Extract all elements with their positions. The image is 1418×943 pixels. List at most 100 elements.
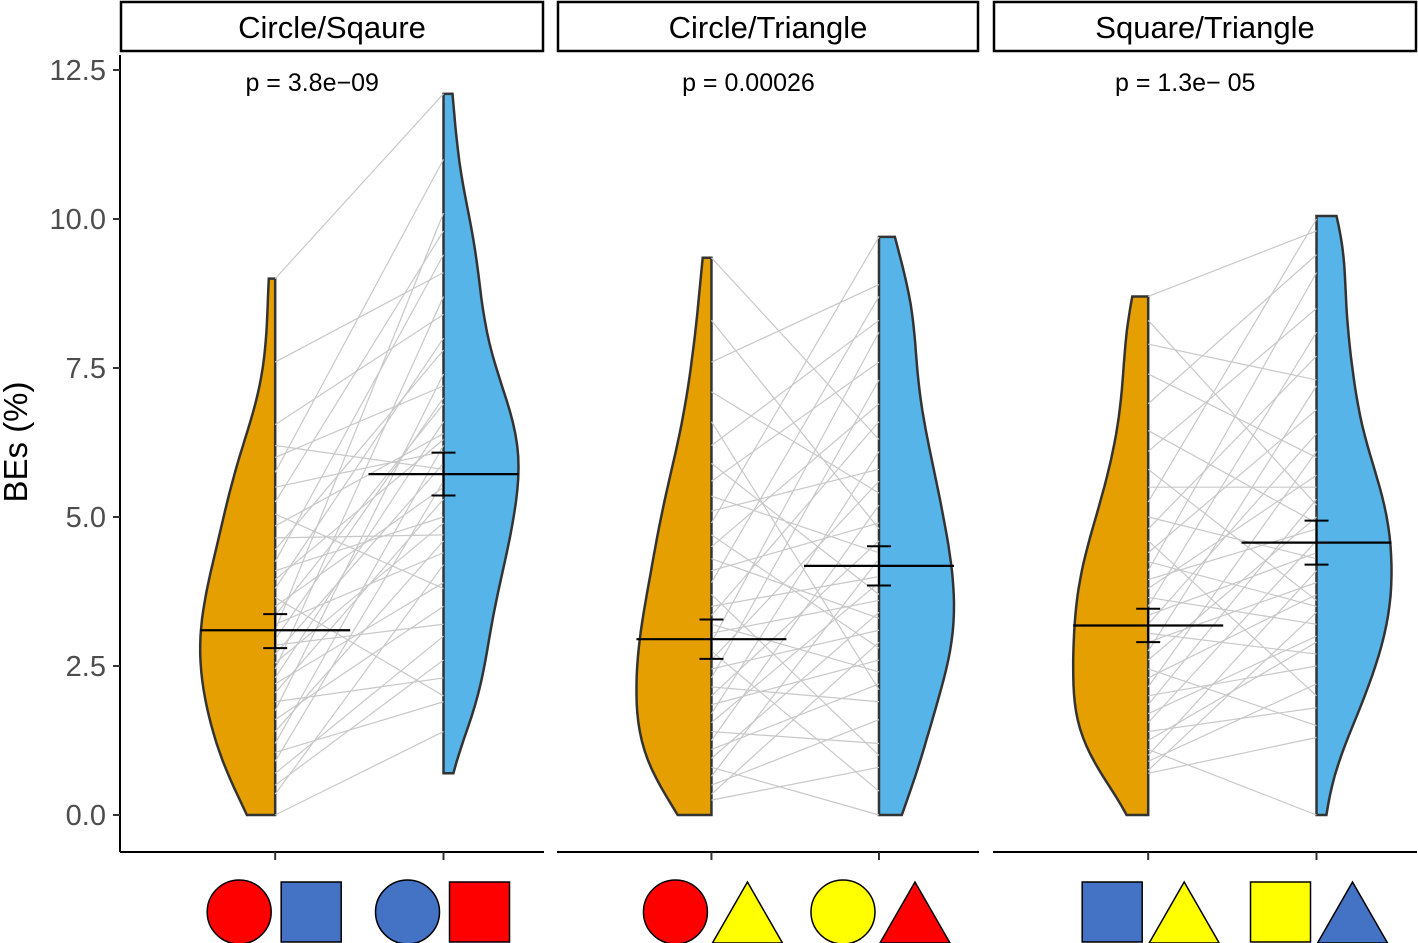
p-value-label: p = 3.8e−09 xyxy=(245,69,378,97)
paired-line xyxy=(710,504,880,741)
paired-line xyxy=(711,361,880,482)
paired-line xyxy=(711,650,880,792)
paired-line xyxy=(711,683,880,750)
violin-left xyxy=(635,256,713,817)
triangle-icon xyxy=(1148,880,1221,943)
paired-line xyxy=(1147,218,1318,503)
y-tick-label: 7.5 xyxy=(66,353,106,385)
paired-line xyxy=(1148,343,1317,381)
paired-line xyxy=(710,421,880,616)
paired-line xyxy=(275,516,444,572)
paired-line xyxy=(274,349,444,551)
paired-line xyxy=(1148,596,1317,625)
paired-line xyxy=(711,659,880,706)
paired-line xyxy=(711,403,880,548)
violin-right xyxy=(877,235,956,817)
paired-line xyxy=(274,498,444,694)
mean-marker xyxy=(636,618,787,660)
p-value-label: p = 1.3e− 05 xyxy=(1115,69,1255,97)
y-axis: 0.02.55.07.510.012.5 xyxy=(50,55,121,852)
paired-line xyxy=(274,659,444,786)
square-icon xyxy=(448,881,511,943)
paired-line xyxy=(711,319,880,446)
condition-icons xyxy=(1249,880,1389,943)
square-icon xyxy=(280,881,342,943)
paired-line xyxy=(274,605,444,721)
paired-line xyxy=(274,385,444,458)
paired-line xyxy=(274,337,445,589)
violin-right xyxy=(442,92,520,775)
panel-title: Circle/Sqaure xyxy=(238,10,426,45)
panel-title: Square/Triangle xyxy=(1095,10,1314,45)
paired-lines xyxy=(710,236,880,816)
paired-line xyxy=(711,629,880,670)
mean-marker xyxy=(1073,607,1224,644)
paired-line xyxy=(274,480,445,762)
panel-strip xyxy=(119,0,545,53)
paired-line xyxy=(1147,319,1317,506)
paired-line xyxy=(711,522,880,572)
paired-line xyxy=(710,421,880,691)
paired-line xyxy=(711,686,880,703)
y-tick-label: 10.0 xyxy=(50,204,106,236)
paired-line xyxy=(1147,540,1317,724)
paired-line xyxy=(274,731,444,816)
paired-line xyxy=(1147,230,1317,298)
paired-line xyxy=(1147,254,1317,405)
paired-line xyxy=(274,596,444,697)
paired-line xyxy=(711,730,880,745)
violin-right xyxy=(1315,214,1393,817)
paired-line xyxy=(274,93,444,280)
paired-line xyxy=(274,159,445,473)
paired-line xyxy=(275,450,444,488)
p-value-label: p = 0.00026 xyxy=(682,69,815,97)
paired-line xyxy=(711,558,880,619)
paired-line xyxy=(711,582,880,724)
triangle-icon xyxy=(1316,880,1389,943)
paired-line xyxy=(275,623,444,646)
paired-line xyxy=(1147,668,1317,727)
paired-line xyxy=(274,421,445,679)
paired-line xyxy=(1147,683,1317,762)
mean-marker xyxy=(1241,519,1392,566)
paired-line xyxy=(711,766,880,816)
paired-line xyxy=(711,719,880,786)
violin-left xyxy=(198,277,277,817)
paired-line xyxy=(1148,528,1317,581)
paired-line xyxy=(1147,430,1317,524)
paired-line xyxy=(274,486,444,607)
triangle-icon xyxy=(711,880,784,943)
condition-icons xyxy=(642,879,784,943)
paired-line xyxy=(1147,307,1317,452)
paired-line xyxy=(711,462,880,595)
paired-line xyxy=(710,558,880,777)
paired-line xyxy=(710,236,880,524)
paired-line xyxy=(1147,355,1317,530)
paired-line xyxy=(1147,593,1317,679)
paired-line xyxy=(711,391,880,494)
paired-line xyxy=(274,296,445,670)
circle-icon xyxy=(374,879,441,943)
circle-icon xyxy=(642,879,709,943)
mean-marker xyxy=(200,613,351,650)
paired-line xyxy=(274,552,444,625)
panel-strip xyxy=(556,0,980,53)
paired-line xyxy=(1148,561,1317,607)
y-tick-label: 0.0 xyxy=(66,800,106,832)
paired-line xyxy=(711,534,880,649)
paired-line xyxy=(711,599,880,634)
paired-line xyxy=(275,701,444,753)
paired-line xyxy=(274,433,444,527)
paired-line xyxy=(711,284,880,363)
paired-line xyxy=(274,564,444,795)
paired-line xyxy=(274,272,444,363)
paired-line xyxy=(711,594,880,756)
paired-line xyxy=(1147,272,1318,571)
paired-line xyxy=(1148,736,1317,774)
paired-line xyxy=(274,513,444,590)
paired-line xyxy=(274,540,444,732)
paired-line xyxy=(1147,468,1317,601)
paired-line xyxy=(1147,385,1318,652)
